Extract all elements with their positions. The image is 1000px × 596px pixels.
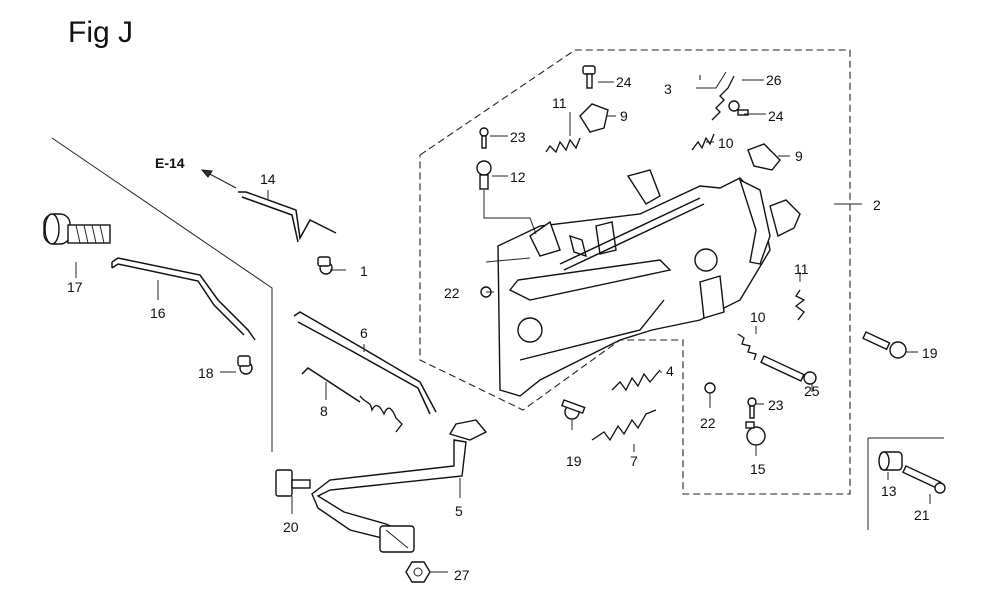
callout-4: 4 [666, 363, 674, 379]
callout-26: 26 [766, 72, 782, 88]
part-1-clip [317, 256, 333, 275]
part-26-spring [711, 75, 735, 121]
part-23-screw-bottom [747, 397, 757, 419]
callout-9-right: 9 [795, 148, 803, 164]
callout-22-lower: 22 [700, 415, 716, 431]
callout-19-lower: 19 [566, 453, 582, 469]
callout-15: 15 [750, 461, 766, 477]
callout-23-top: 23 [510, 129, 526, 145]
callout-21: 21 [914, 507, 930, 523]
part-10-spring-right [737, 333, 757, 361]
part-7-spring [591, 409, 657, 442]
reference-label: E-14 [155, 155, 185, 171]
callout-20: 20 [283, 519, 299, 535]
part-9-clip-right [747, 143, 781, 171]
callout-17: 17 [67, 279, 83, 295]
arrow-icon [200, 169, 213, 178]
callout-18: 18 [198, 365, 214, 381]
callout-2: 2 [873, 197, 881, 213]
callout-11-right: 11 [794, 261, 809, 277]
main-bracket [497, 169, 801, 397]
part-13-cap [878, 451, 903, 471]
part-8-spring-rod [301, 367, 403, 433]
callout-12: 12 [510, 169, 526, 185]
part-4-spring [611, 369, 661, 392]
callout-10-top: 10 [718, 135, 734, 151]
callout-24-top: 24 [616, 74, 632, 90]
callout-16: 16 [150, 305, 166, 321]
part-6-rod [293, 311, 437, 415]
part-22-nut-lower [704, 382, 716, 394]
frame-lines [51, 137, 944, 530]
part-21-bolt [902, 465, 946, 494]
part-17-knob [43, 213, 111, 245]
callout-10-right: 10 [750, 309, 766, 325]
callout-23-bottom: 23 [768, 397, 784, 413]
reference-e14: E-14 [155, 155, 237, 189]
figure-title: Fig J [68, 16, 133, 49]
callout-11-top: 11 [552, 95, 567, 111]
callout-27: 27 [454, 567, 470, 583]
assembly-outline [419, 49, 851, 495]
callout-24-right: 24 [768, 108, 784, 124]
part-5-governor-arm [311, 419, 488, 553]
part-16-rod [111, 257, 256, 341]
part-24-screw-top [582, 65, 596, 89]
part-9-clip-top [579, 103, 609, 133]
part-14-rod [238, 191, 337, 243]
callout-19-right: 19 [922, 345, 938, 361]
callout-labels: 1 2 3 4 5 6 7 8 9 9 10 10 11 11 12 13 14… [67, 72, 938, 583]
callout-22-left: 22 [444, 285, 460, 301]
callout-3: 3 [664, 81, 672, 97]
part-19-bolt-lower [561, 399, 586, 420]
part-15-knob [745, 421, 766, 446]
part-19-bolt-right [862, 331, 907, 359]
callout-8: 8 [320, 403, 328, 419]
callout-7: 7 [630, 453, 638, 469]
part-25-bolt [760, 355, 817, 385]
part-12-screw [476, 160, 492, 190]
callout-5: 5 [455, 503, 463, 519]
part-27-nut [405, 561, 431, 583]
part-24-screw-right [728, 100, 749, 116]
callout-9-top: 9 [620, 108, 628, 124]
callout-1: 1 [360, 263, 368, 279]
callout-13: 13 [881, 483, 897, 499]
part-20-bolt [275, 469, 311, 497]
hardware-parts [476, 65, 946, 494]
callout-6: 6 [360, 325, 368, 341]
part-11-spring-right [794, 289, 806, 321]
callout-14: 14 [260, 171, 276, 187]
callout-25: 25 [804, 383, 820, 399]
part-18-clip [237, 355, 253, 375]
part-11-spring-top [545, 137, 581, 154]
part-23-screw-top [479, 127, 489, 149]
leader-lines [75, 71, 931, 573]
